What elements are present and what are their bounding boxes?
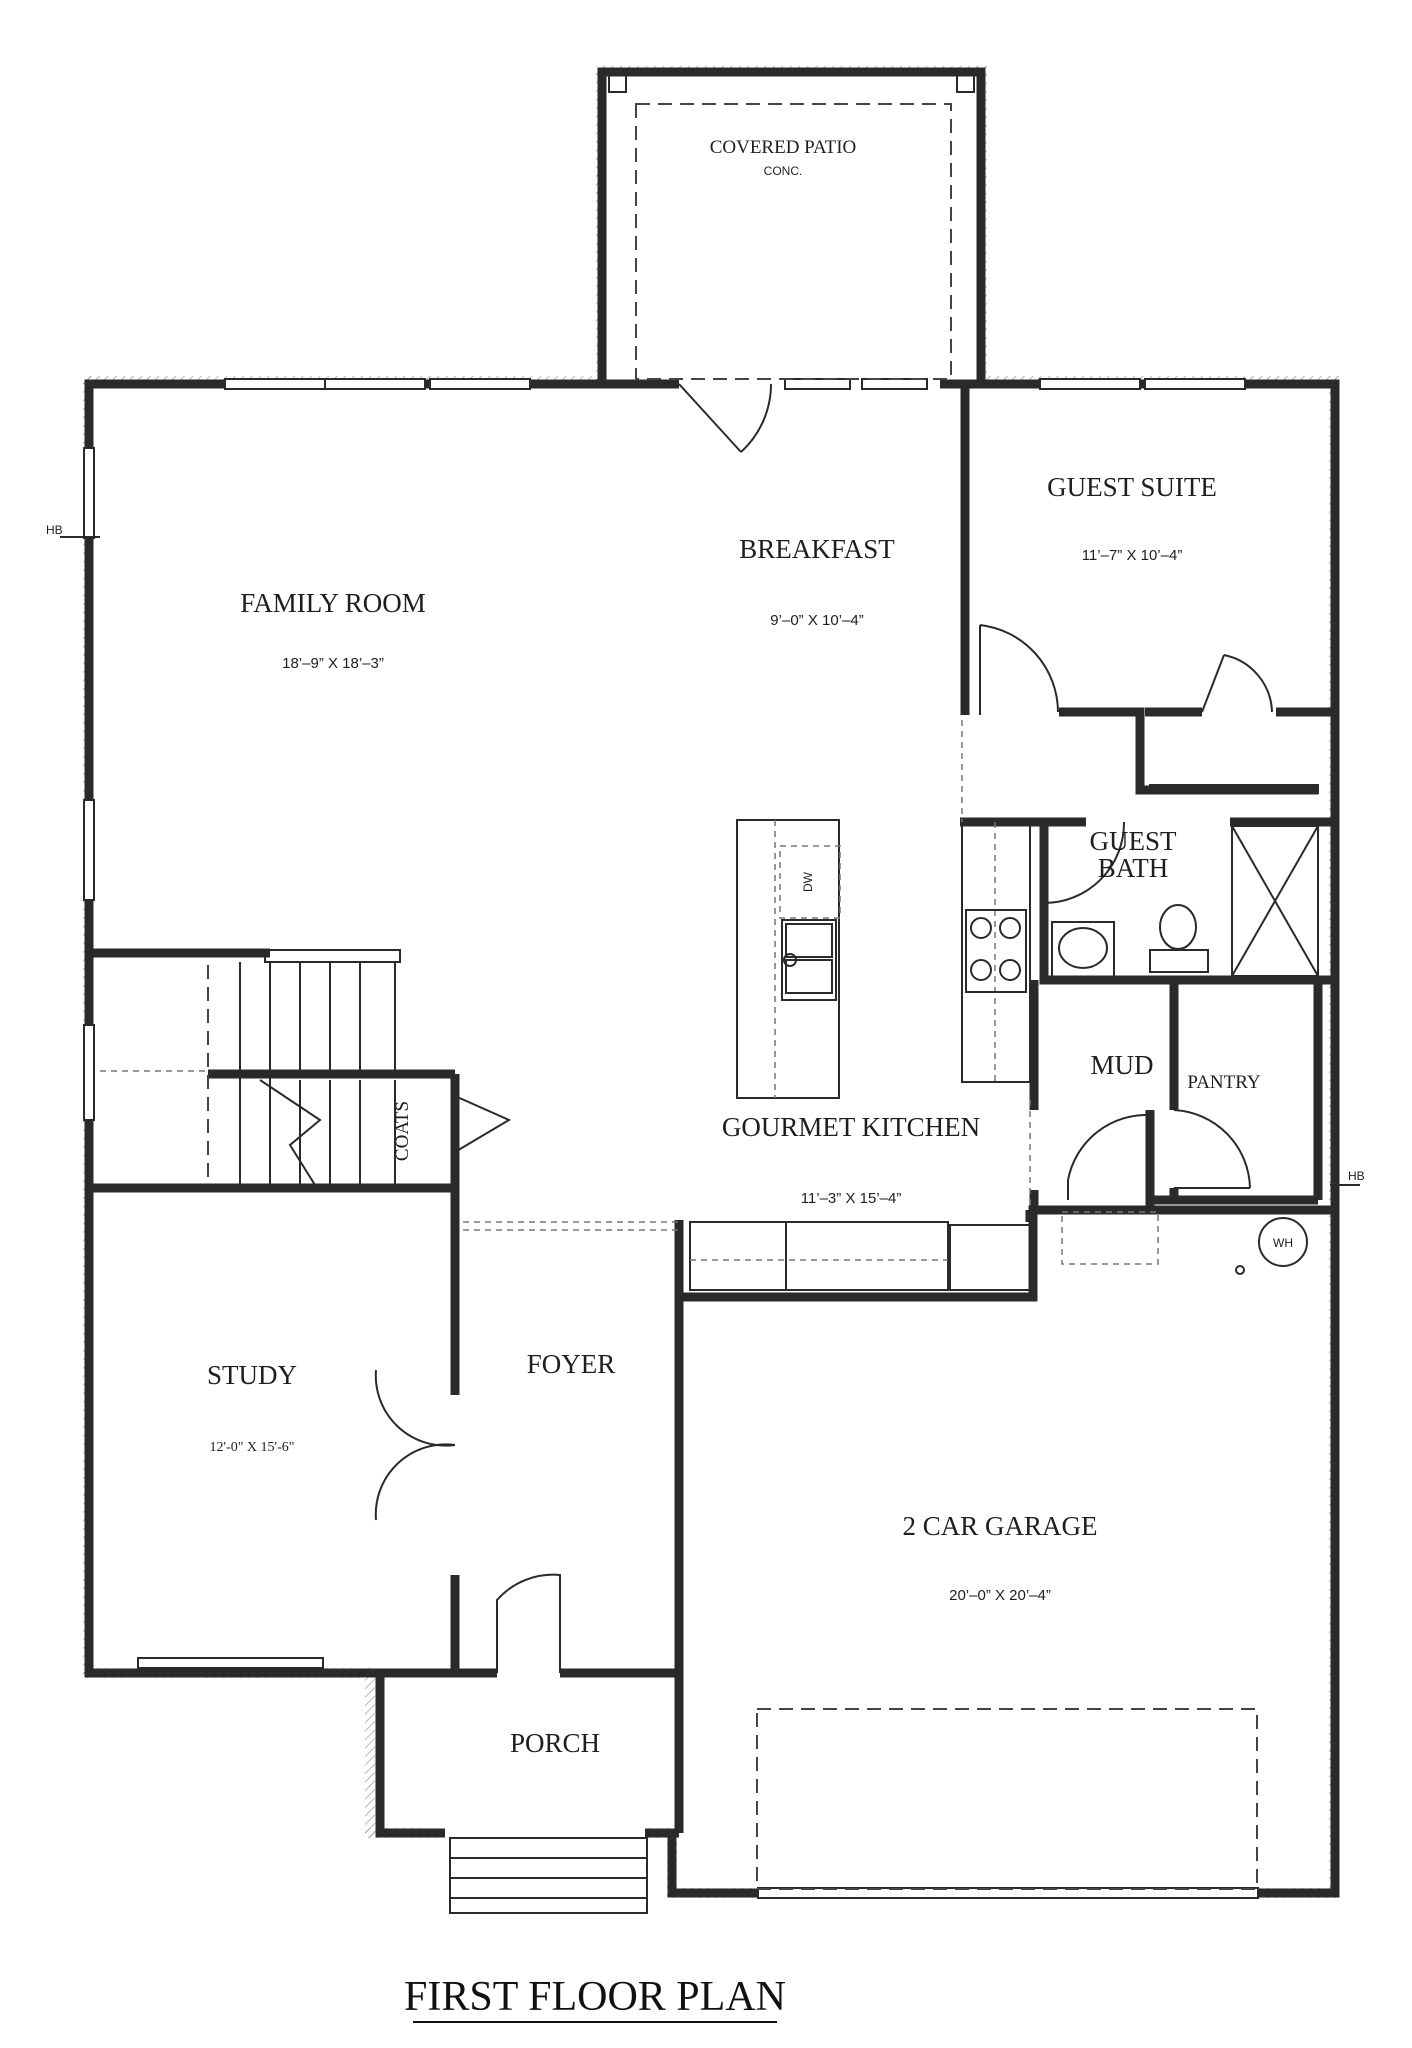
- hose-bib-icons: [60, 536, 1360, 1186]
- doors: [374, 383, 1273, 1673]
- bath-fixtures: [1051, 784, 1319, 1275]
- patio-slab-outline: [635, 103, 952, 380]
- plan-title: FIRST FLOOR PLAN: [404, 1974, 786, 2020]
- guest-suite-dims: 11’–7” X 10’–4”: [1082, 547, 1183, 564]
- fixture-labels: DW WH HB HB: [46, 523, 1365, 1250]
- study-dims: 12'-0" X 15'-6": [210, 1440, 295, 1455]
- kitchen-casework: [463, 720, 1031, 1291]
- windows: [83, 378, 1259, 1899]
- breakfast-dims: 9’–0” X 10’–4”: [770, 612, 863, 629]
- guest-bath-label-2: BATH: [1098, 853, 1169, 883]
- breakfast-label: BREAKFAST: [739, 534, 895, 564]
- foyer-label: FOYER: [527, 1349, 616, 1379]
- porch-steps: [449, 1837, 648, 1914]
- family-room-label: FAMILY ROOM: [240, 588, 426, 618]
- covered-patio-note: CONC.: [764, 164, 803, 178]
- hose-bib-right-label: HB: [1348, 1169, 1365, 1183]
- study-label: STUDY: [207, 1360, 297, 1390]
- garage-door-outline: [756, 1708, 1258, 1890]
- mud-label: MUD: [1090, 1050, 1153, 1080]
- covered-patio-label: COVERED PATIO: [710, 137, 857, 158]
- room-labels: COVERED PATIO CONC. BREAKFAST 9’–0” X 10…: [207, 137, 1261, 1758]
- garage-dims: 20’–0” X 20’–4”: [949, 1587, 1051, 1604]
- dishwasher-label: DW: [801, 871, 815, 892]
- gourmet-kitchen-dims: 11’–3” X 15’–4”: [801, 1190, 902, 1207]
- porch-label: PORCH: [510, 1728, 600, 1758]
- stairs: [100, 949, 401, 1186]
- hose-bib-left-label: HB: [46, 523, 63, 537]
- coats-label: COATS: [392, 1101, 413, 1161]
- garage-label: 2 CAR GARAGE: [902, 1511, 1097, 1541]
- guest-bath-label-1: GUEST: [1090, 826, 1178, 856]
- water-heater-label: WH: [1273, 1236, 1293, 1250]
- pantry-label: PANTRY: [1187, 1072, 1260, 1093]
- guest-suite-label: GUEST SUITE: [1047, 472, 1217, 502]
- gourmet-kitchen-label: GOURMET KITCHEN: [722, 1112, 980, 1142]
- walls: [84, 67, 1340, 1898]
- family-room-dims: 18’–9” X 18’–3”: [282, 655, 384, 672]
